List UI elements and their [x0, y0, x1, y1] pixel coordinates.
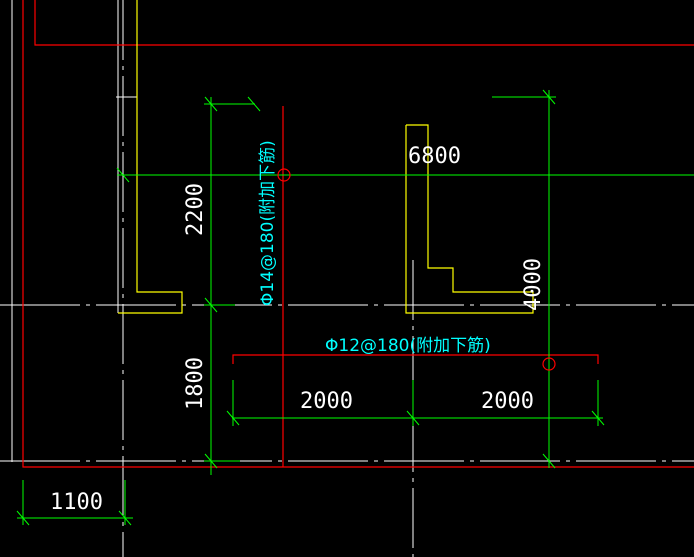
dim-text-2000-right: 2000	[481, 389, 534, 414]
dim-text-4000: 4000	[521, 258, 546, 311]
grid-markers	[277, 168, 556, 371]
wall-left	[118, 0, 183, 314]
dim-text-2200: 2200	[183, 183, 208, 236]
dim-text-2000-left: 2000	[300, 389, 353, 414]
dim-text-1800: 1800	[183, 357, 208, 410]
slab-boundary-top	[34, 0, 694, 46]
tick	[406, 410, 420, 426]
wall-right	[405, 124, 534, 314]
dimension-lines	[16, 89, 694, 526]
marker-circle-top	[277, 168, 291, 182]
dim-text-1100: 1100	[50, 490, 103, 515]
tick	[542, 89, 556, 105]
tick	[16, 510, 30, 526]
rebar-note-vertical: Φ14@180(附加下筋)	[258, 140, 278, 306]
slab-boundary-bottom	[22, 0, 694, 468]
tick	[591, 410, 605, 426]
tick	[116, 167, 130, 183]
rebar-line-horizontal	[232, 354, 599, 364]
tick	[204, 453, 218, 469]
tick	[118, 510, 132, 526]
tick	[542, 453, 556, 469]
tick	[226, 410, 240, 426]
wall-outlines	[118, 0, 534, 314]
rebar-note-horizontal: Φ12@180(附加下筋)	[325, 336, 491, 356]
marker-circle-right	[542, 357, 556, 371]
tick	[204, 96, 218, 112]
slab-boundary	[22, 0, 694, 468]
tick	[247, 96, 261, 112]
dim-text-6800: 6800	[408, 144, 461, 169]
tick	[204, 297, 218, 313]
